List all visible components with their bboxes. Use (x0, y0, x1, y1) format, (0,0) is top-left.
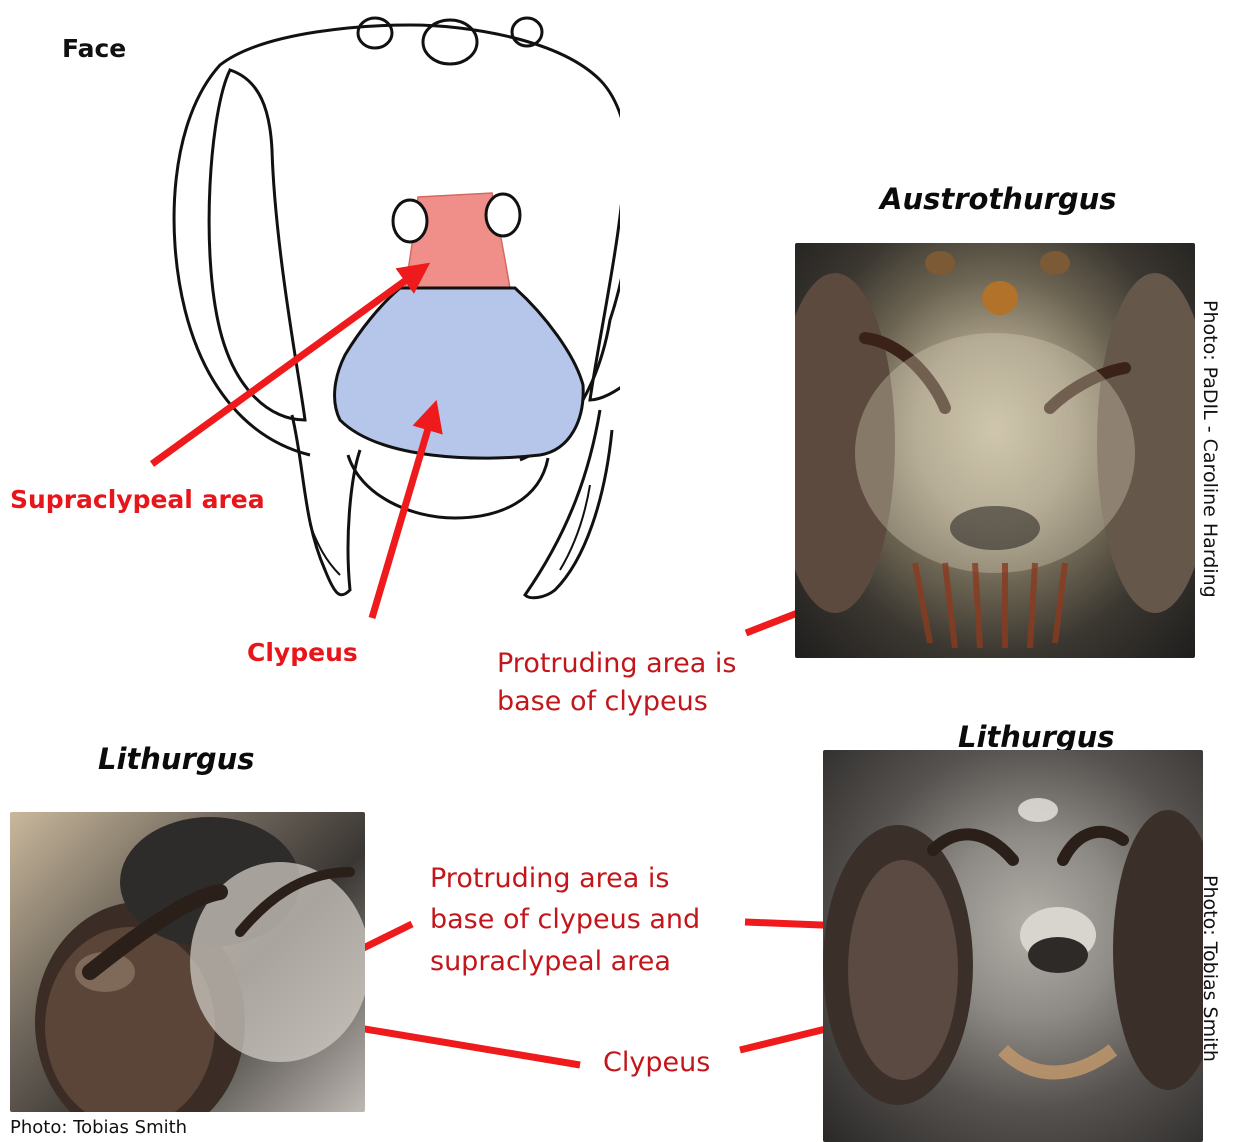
protruding-annotation-line3: supraclypeal area (430, 946, 671, 977)
protruding-annotation-line1: Protruding area is (430, 863, 669, 894)
lithurgus-right-photo-art (823, 750, 1203, 1142)
austrothurgus-title: Austrothurgus (880, 182, 1117, 216)
austrothurgus-annotation-line1: Protruding area is (497, 648, 736, 679)
austrothurgus-photo-art (795, 243, 1195, 658)
supraclypeal-arrow (152, 270, 420, 464)
lithurgus-left-title: Lithurgus (98, 742, 255, 776)
lithurgus-right-credit: Photo: Tobias Smith (1199, 875, 1221, 1062)
lithurgus-right-title: Lithurgus (958, 720, 1115, 754)
lithurgus-right-photo (823, 750, 1203, 1142)
austrothurgus-credit: Photo: PaDIL - Caroline Harding (1199, 300, 1221, 598)
clypeus-annotation: Clypeus (603, 1047, 710, 1078)
clypeus-arrow (372, 412, 433, 618)
austrothurgus-annotation-line2: base of clypeus (497, 686, 708, 717)
protruding-annotation-line2: base of clypeus and (430, 904, 700, 935)
lithurgus-left-photo-art (10, 812, 365, 1112)
lithurgus-left-credit: Photo: Tobias Smith (10, 1117, 187, 1138)
clypeus-label: Clypeus (247, 638, 358, 667)
supraclypeal-label: Supraclypeal area (10, 485, 265, 514)
lithurgus-left-photo (10, 812, 365, 1112)
austrothurgus-photo (795, 243, 1195, 658)
left-clypeus-arrow (335, 1024, 580, 1065)
